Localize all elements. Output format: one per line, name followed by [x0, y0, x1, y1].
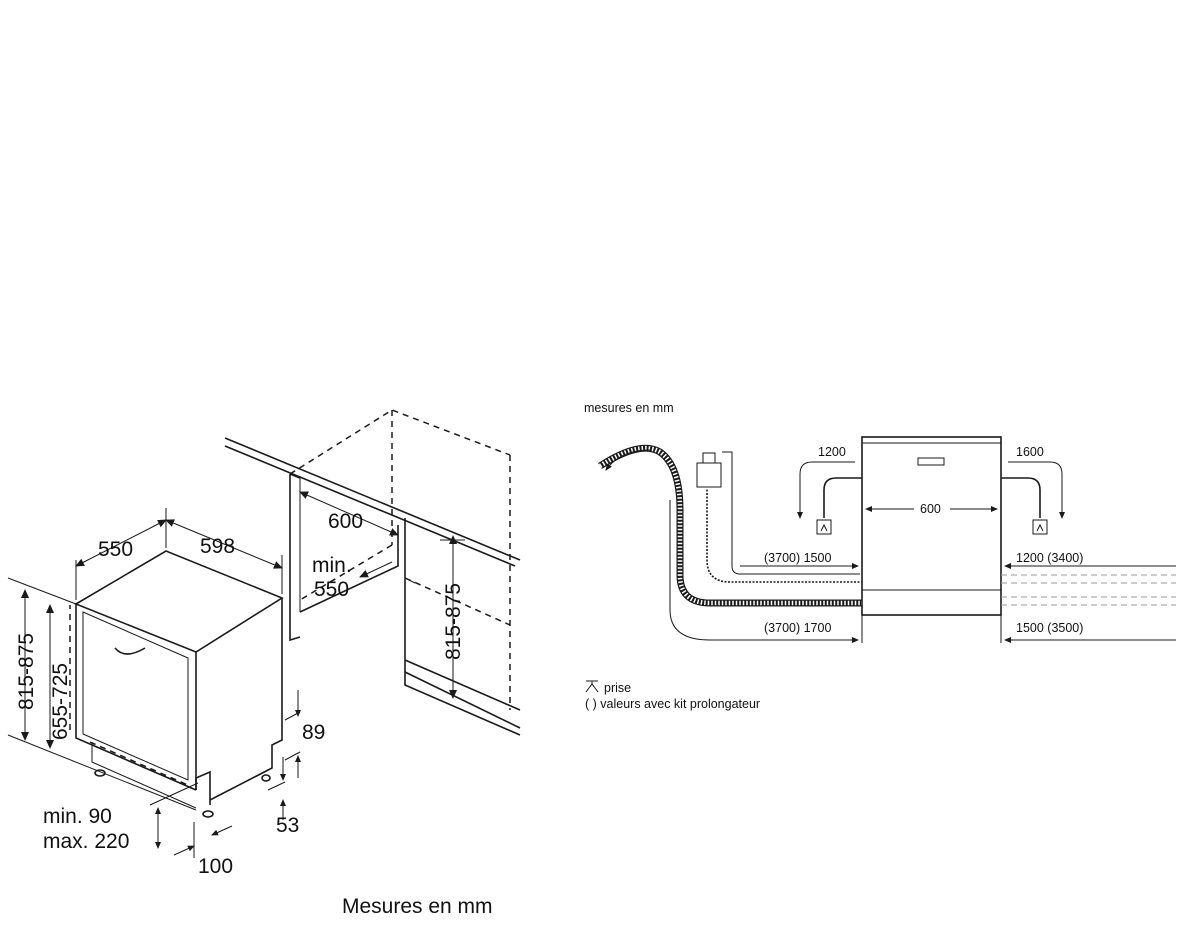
dim-plinth-53 — [267, 757, 286, 820]
dim-niche-min-label: min. — [312, 554, 352, 577]
dim-plinth-53-label: 53 — [276, 814, 299, 837]
dim-plinth-100 — [173, 822, 233, 858]
right-cabinet-panel — [404, 518, 521, 736]
foot — [202, 810, 214, 818]
dim-lower-left: (3700) 1700 — [764, 621, 831, 635]
foot — [261, 774, 271, 782]
dim-plinth-min-label: min. 90 — [43, 805, 112, 828]
door-handle — [114, 647, 146, 655]
dim-niche-550-label: 550 — [314, 578, 349, 601]
dim-niche-height-label: 815-875 — [442, 583, 465, 660]
dim-plinth-max-label: max. 220 — [43, 830, 129, 853]
built-in-dimension-drawing: 550 598 815-875 655-725 600 min. 550 — [7, 409, 521, 878]
outlet-icon — [585, 680, 599, 693]
dim-height-label: 815-875 — [15, 633, 38, 710]
legend-prise: prise — [604, 681, 631, 695]
power-cable-left — [797, 461, 862, 535]
right-diagram-title: mesures en mm — [584, 401, 674, 415]
dim-niche-min-550 — [359, 561, 393, 578]
appliance-outline — [861, 436, 1002, 616]
dim-upper-right: 1200 (3400) — [1016, 551, 1083, 565]
dim-cable-right-1600: 1600 — [1016, 445, 1044, 459]
caption-mesures: Mesures en mm — [342, 895, 493, 918]
dim-front-label: 655-725 — [49, 663, 72, 740]
dim-plinth-89 — [284, 690, 301, 778]
dim-depth-label: 550 — [98, 538, 133, 561]
worktop-edge — [224, 437, 521, 567]
left-cabinet-panel — [289, 473, 301, 642]
dishwasher-body — [69, 550, 284, 818]
dim-plinth-100-label: 100 — [198, 855, 233, 878]
dim-width-label: 598 — [200, 535, 235, 558]
inlet-hose — [696, 451, 862, 585]
dim-lower-right: 1500 (3500) — [1016, 621, 1083, 635]
dim-upper-left: (3700) 1500 — [764, 551, 831, 565]
right-extension-lines — [861, 545, 1176, 643]
dim-niche-height — [440, 535, 465, 699]
dim-height-815-875 — [7, 577, 197, 811]
drain-hose — [598, 444, 862, 643]
legend: prise ( ) valeurs avec kit prolongateur — [585, 680, 760, 711]
foot — [94, 769, 106, 777]
dim-width-600: 600 — [920, 502, 941, 516]
legend-kit: ( ) valeurs avec kit prolongateur — [585, 697, 760, 711]
dim-cable-left-1200: 1200 — [818, 445, 846, 459]
dim-plinth-89-label: 89 — [302, 721, 325, 744]
dim-niche-600 — [299, 491, 399, 536]
power-cable-right — [1001, 461, 1065, 535]
dim-niche-600-label: 600 — [328, 510, 363, 533]
connection-dimension-drawing: mesures en mm 600 1200 1600 — [584, 401, 1176, 711]
dim-width-598 — [165, 519, 283, 594]
dim-plinth-height — [149, 782, 199, 849]
